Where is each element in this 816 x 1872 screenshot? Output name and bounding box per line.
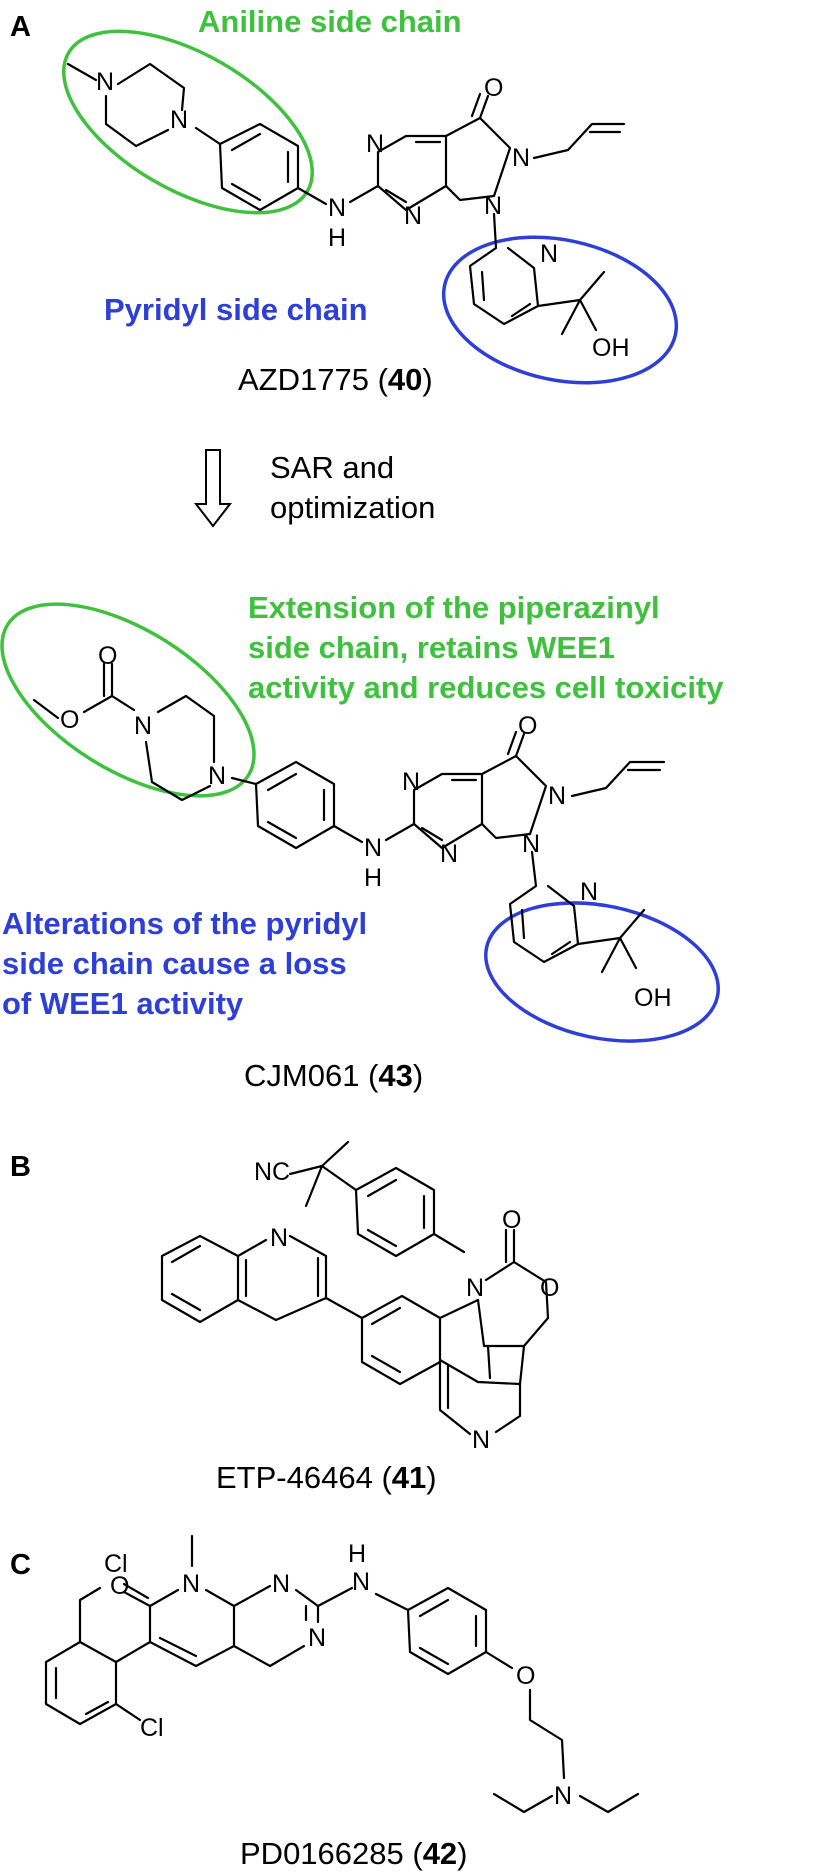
atom-n: N [328, 194, 346, 222]
atom-n: N [554, 1782, 572, 1810]
pyridyl-side-chain-highlight [441, 235, 679, 385]
atom-n: N [170, 106, 188, 134]
atom-n: N [512, 144, 530, 172]
sar-label-line2: optimization [270, 490, 435, 525]
azd1775-structure: N N N H N N O N N N OH [61, 29, 679, 385]
cjm061-structure: O O N N N H N N O N N N OH [0, 602, 720, 1043]
atom-n: N [182, 1570, 200, 1598]
atom-h: H [364, 864, 382, 892]
compound-caption-pd0166285: PD0166285 (42) [240, 1836, 468, 1871]
atom-n: N [484, 192, 502, 220]
atom-cl: Cl [104, 1550, 128, 1578]
pd0166285-structure: N O N N N H O N Cl Cl [44, 1534, 640, 1814]
atom-n: N [404, 202, 422, 230]
pyridyl-side-chain-label: Pyridyl side chain [104, 292, 368, 327]
atom-n: N [272, 1570, 290, 1598]
atom-n: N [580, 878, 598, 906]
alteration-label-line2: side chain cause a loss [2, 946, 347, 981]
atom-n: N [548, 782, 566, 810]
extension-label-line1: Extension of the piperazinyl [248, 590, 660, 625]
atom-o: O [516, 1662, 535, 1690]
panel-label-b: B [10, 1151, 31, 1183]
extension-label-line2: side chain, retains WEE1 [248, 630, 615, 665]
atom-n: N [134, 712, 152, 740]
atom-n: N [364, 834, 382, 862]
atom-o: O [518, 712, 537, 740]
extension-label-line3: activity and reduces cell toxicity [248, 670, 724, 705]
atom-n: N [540, 240, 558, 268]
panel-label-c: C [10, 1549, 31, 1581]
atom-o: O [60, 706, 79, 734]
down-arrow-icon [193, 449, 233, 528]
atom-n: N [522, 830, 540, 858]
atom-n: N [466, 1274, 484, 1302]
atom-o: O [98, 642, 117, 670]
compound-caption-etp46464: ETP-46464 (41) [216, 1460, 437, 1495]
atom-cl: Cl [140, 1714, 164, 1742]
atom-o: O [540, 1274, 559, 1302]
piperazinyl-extension-highlight [0, 602, 256, 798]
atom-oh: OH [592, 334, 630, 362]
compound-caption-cjm061: CJM061 (43) [244, 1058, 423, 1093]
atom-n: N [308, 1624, 326, 1652]
atom-o: O [110, 1572, 129, 1600]
atom-h: H [328, 224, 346, 252]
atom-n: N [472, 1426, 490, 1454]
atom-n: N [352, 1568, 370, 1596]
etp46464-structure: NC N O O N N [160, 1140, 559, 1454]
atom-oh: OH [634, 984, 672, 1012]
atom-n: N [440, 840, 458, 868]
atom-n: N [96, 68, 114, 96]
pyridyl-alteration-highlight [484, 901, 720, 1043]
alteration-label-line1: Alterations of the pyridyl [2, 906, 367, 941]
alteration-label-line3: of WEE1 activity [2, 986, 244, 1021]
atom-nc: NC [254, 1158, 290, 1186]
sar-label-line1: SAR and [270, 450, 394, 485]
atom-h: H [348, 1540, 366, 1568]
atom-n: N [366, 130, 384, 158]
aniline-side-chain-label: Aniline side chain [198, 4, 462, 39]
atom-o: O [484, 74, 503, 102]
compound-caption-azd1775: AZD1775 (40) [238, 362, 433, 397]
atom-o: O [502, 1206, 521, 1234]
atom-n: N [270, 1224, 288, 1252]
aniline-side-chain-highlight [61, 29, 315, 215]
atom-n: N [402, 768, 420, 796]
panel-label-a: A [10, 11, 31, 43]
atom-n: N [208, 762, 226, 790]
